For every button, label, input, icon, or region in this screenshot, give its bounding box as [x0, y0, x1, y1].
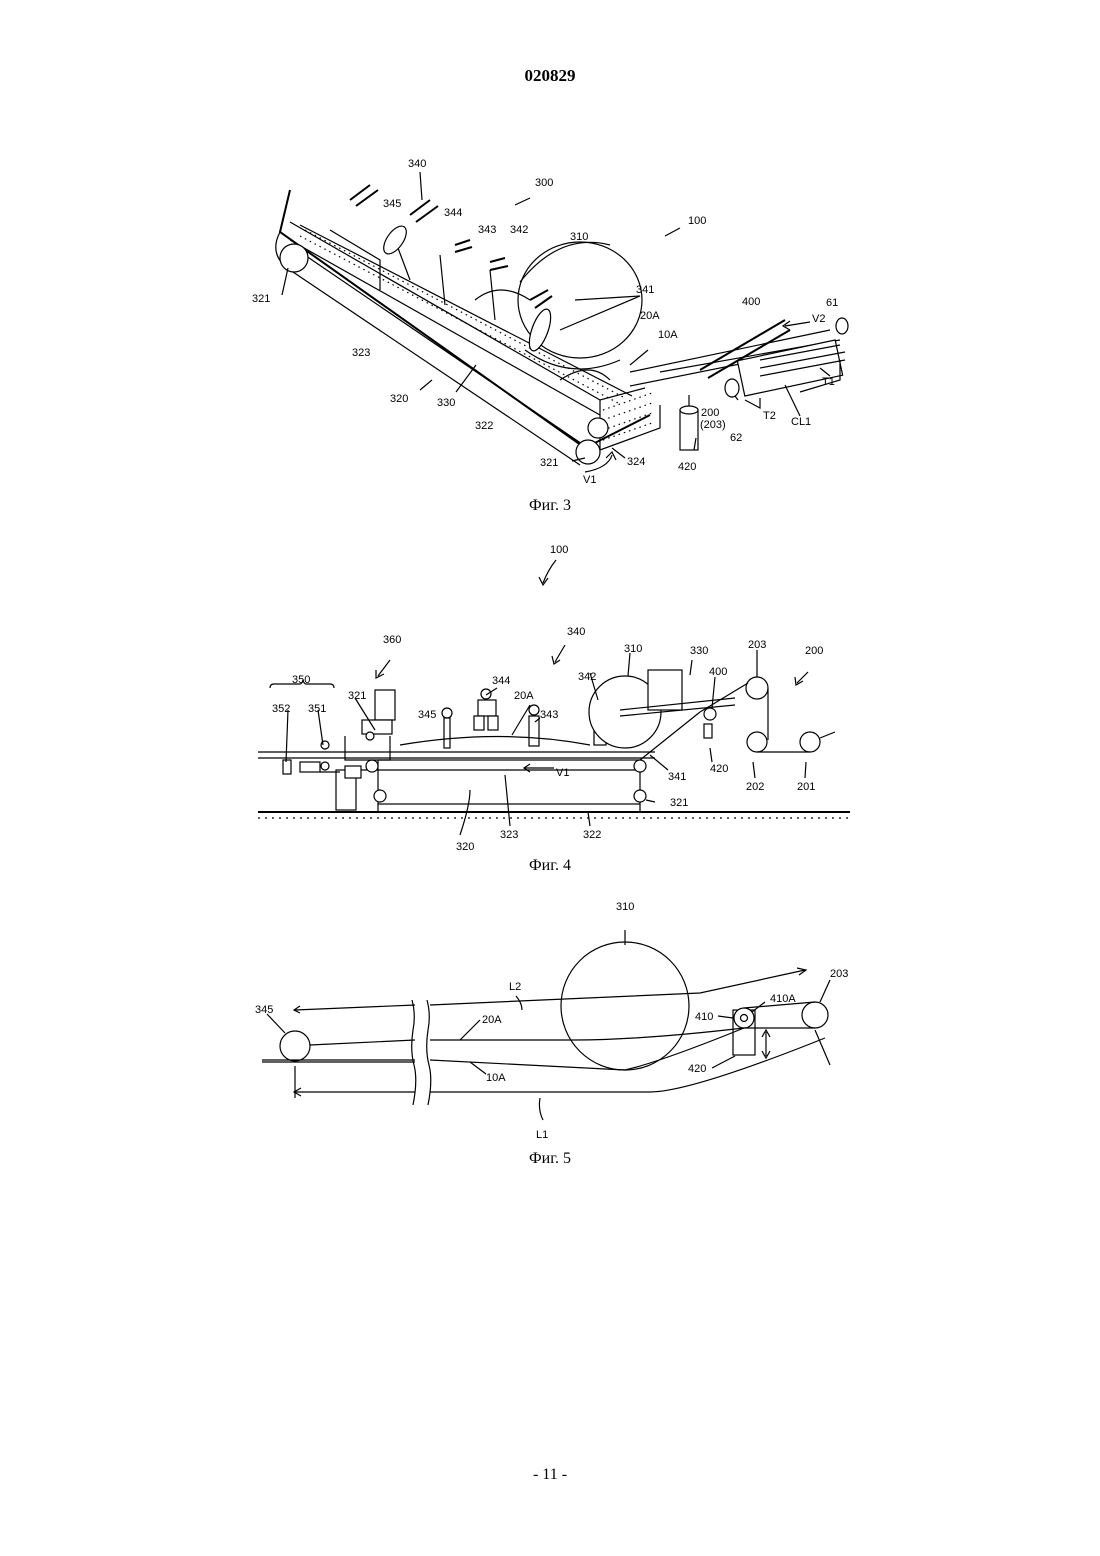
- arrow-vertical: [762, 1030, 770, 1058]
- figure-4-caption: Фиг. 4: [0, 857, 1100, 875]
- fig4-label-200: 200: [805, 645, 823, 657]
- fig3-label-420: 420: [678, 461, 696, 473]
- fig5-label-410: 410: [695, 1011, 713, 1023]
- fig4-label-323: 323: [500, 829, 518, 841]
- fig3-label-341: 341: [636, 284, 654, 296]
- fig4-label-344: 344: [492, 675, 510, 687]
- fig3-label-T2: T2: [763, 410, 776, 422]
- roller-203: [802, 1002, 828, 1028]
- fig3-label-200: 200: [701, 407, 719, 419]
- fig3-label-10A: 10A: [658, 329, 678, 341]
- fig4-label-202: 202: [746, 781, 764, 793]
- fig4-label-351: 351: [308, 703, 326, 715]
- fig4-label-201: 201: [797, 781, 815, 793]
- fig3-label-320: 320: [390, 393, 408, 405]
- fig4-label-340: 340: [567, 626, 585, 638]
- fig4-label-342: 342: [578, 671, 596, 683]
- fig4-label-345: 345: [418, 709, 436, 721]
- fig3-label-310: 310: [570, 231, 588, 243]
- fig4-label-352: 352: [272, 703, 290, 715]
- fig4-label-V1: V1: [556, 767, 569, 779]
- fig3-label-324: 324: [627, 456, 645, 468]
- web-20A: [400, 737, 590, 746]
- fig5-label-420: 420: [688, 1063, 706, 1075]
- fig5-label-L1: L1: [536, 1129, 548, 1141]
- document-number: 020829: [0, 66, 1100, 86]
- fig3-label-62: 62: [730, 432, 742, 444]
- unit-350: [270, 680, 340, 774]
- break-marks: [412, 1000, 431, 1105]
- fig4-label-330: 330: [690, 645, 708, 657]
- fig4-label-203: 203: [748, 639, 766, 651]
- fig5-label-10A: 10A: [486, 1072, 506, 1084]
- fig3-label-300: 300: [535, 177, 553, 189]
- fig4-label-322: 322: [583, 829, 601, 841]
- figure-4-drawing: 100 360 340 350 352 351 321 344 345 20A …: [0, 535, 1100, 855]
- roller-61: [836, 318, 848, 334]
- fig3-label-323: 323: [352, 347, 370, 359]
- fig3-label-330: 330: [437, 397, 455, 409]
- roller-321-right: [576, 418, 608, 464]
- ground-line: [258, 812, 850, 818]
- fig4-label-320: 320: [456, 841, 474, 853]
- fig3-label-321-top: 321: [252, 293, 270, 305]
- fig4-label-321-top: 321: [348, 690, 366, 702]
- arrow-v2: [783, 321, 810, 330]
- fig3-label-342: 342: [510, 224, 528, 236]
- fig3-label-344: 344: [444, 207, 462, 219]
- fig4-label-343: 343: [540, 709, 558, 721]
- fig4-label-321-bottom: 321: [670, 797, 688, 809]
- roller-345: [280, 1031, 310, 1061]
- fig4-label-310: 310: [624, 643, 642, 655]
- roller-321-left: [280, 244, 308, 272]
- drum-310: [561, 930, 689, 1070]
- fig3-label-100: 100: [688, 215, 706, 227]
- fig4-label-420: 420: [710, 763, 728, 775]
- figure-5-caption: Фиг. 5: [0, 1150, 1100, 1168]
- fig3-label-400: 400: [742, 296, 760, 308]
- fig4-label-100: 100: [550, 544, 568, 556]
- fig3-label-203: (203): [700, 419, 726, 431]
- leader-lines-fig4: [286, 650, 806, 835]
- fig4-label-350: 350: [292, 674, 310, 686]
- fig5-label-345: 345: [255, 1004, 273, 1016]
- fig3-label-321-bottom: 321: [540, 457, 558, 469]
- fig3-label-T1: T1: [822, 376, 835, 388]
- fig3-label-340: 340: [408, 158, 426, 170]
- fig5-label-L2: L2: [509, 981, 521, 993]
- fig5-label-20A: 20A: [482, 1014, 502, 1026]
- fig5-label-410A: 410A: [770, 993, 796, 1005]
- drum-310: [589, 670, 682, 748]
- fig3-label-61: 61: [826, 297, 838, 309]
- figure-5-drawing: 310 L2 203 345 20A 410 410A 420 10A L1: [0, 890, 1100, 1150]
- rollers-200: [700, 677, 835, 752]
- fig3-label-V2: V2: [812, 313, 825, 325]
- figure-3-caption: Фиг. 3: [0, 497, 1100, 515]
- conveyor-frame-320: [258, 752, 655, 812]
- fig3-label-CL1: CL1: [791, 416, 811, 428]
- fig3-label-322: 322: [475, 420, 493, 432]
- fig3-label-20A: 20A: [640, 310, 660, 322]
- webs-10A-20A: [262, 1002, 815, 1070]
- fig4-label-20A: 20A: [514, 690, 534, 702]
- fig5-label-203: 203: [830, 968, 848, 980]
- fig3-label-345: 345: [383, 198, 401, 210]
- dimension-L2: [294, 968, 806, 1013]
- fig4-label-400: 400: [709, 666, 727, 678]
- fig3-label-V1: V1: [583, 474, 596, 486]
- arrow-100: [539, 560, 556, 585]
- fig4-label-341: 341: [668, 771, 686, 783]
- fig5-label-310: 310: [616, 901, 634, 913]
- fig4-label-360: 360: [383, 634, 401, 646]
- fig3-label-343: 343: [478, 224, 496, 236]
- page-number: - 11 -: [0, 1466, 1100, 1484]
- figure-3-drawing: 340 300 100 345 344 343 342 310 341 20A …: [0, 150, 1100, 495]
- roller-62: [725, 379, 739, 397]
